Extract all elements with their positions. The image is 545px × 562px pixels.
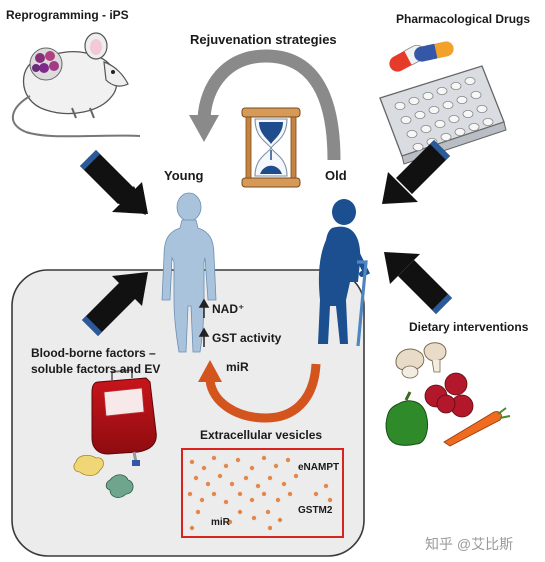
mouse-icon [12,32,141,138]
label-rejuvenation-strategies: Rejuvenation strategies [190,32,337,47]
label-extracellular-vesicles: Extracellular vesicles [200,428,323,442]
label-blood-borne-line1: Blood-borne factors – [31,346,156,360]
label-ev-mir: miR [211,517,230,528]
label-enampt: eNAMPT [298,462,340,473]
ev-dots [187,455,333,531]
label-blood-borne-line2: soluble factors and EV [31,362,161,376]
ev-particle-icon-yellow [73,454,104,476]
mushroom-icon [395,342,447,379]
blood-bag-icon [91,368,157,466]
hourglass-icon [241,107,301,188]
label-gst-activity: GST activity [212,331,282,345]
extracellular-vesicles-box [181,448,344,538]
arrow-drugs-to-old [382,140,450,204]
increase-arrows [198,298,210,347]
arrow-diet-to-old [384,252,452,314]
pills-icon [379,41,507,165]
label-young: Young [164,168,204,183]
label-reprogramming-ips: Reprogramming - iPS [6,8,129,22]
rejuvenation-curved-arrow [189,49,341,161]
orange-curved-arrow [198,360,321,423]
label-pharmacological-drugs: Pharmacological Drugs [396,12,531,26]
arrow-blood-to-young [82,272,148,336]
ev-particle-icon-green [105,474,134,498]
vegetables-icon [385,342,511,447]
carrot-icon [443,407,511,447]
label-mir: miR [226,360,249,374]
raspberry-icon [424,372,474,418]
old-person-figure [318,199,371,347]
pepper-icon [385,391,429,446]
watermark: 知乎 @艾比斯 [425,536,514,552]
label-old: Old [325,168,347,183]
label-nad: NAD⁺ [212,302,245,316]
label-gstm2: GSTM2 [298,505,333,516]
label-dietary-interventions: Dietary interventions [409,320,529,334]
young-person-figure [161,192,217,353]
arrow-ips-to-young [80,150,148,215]
